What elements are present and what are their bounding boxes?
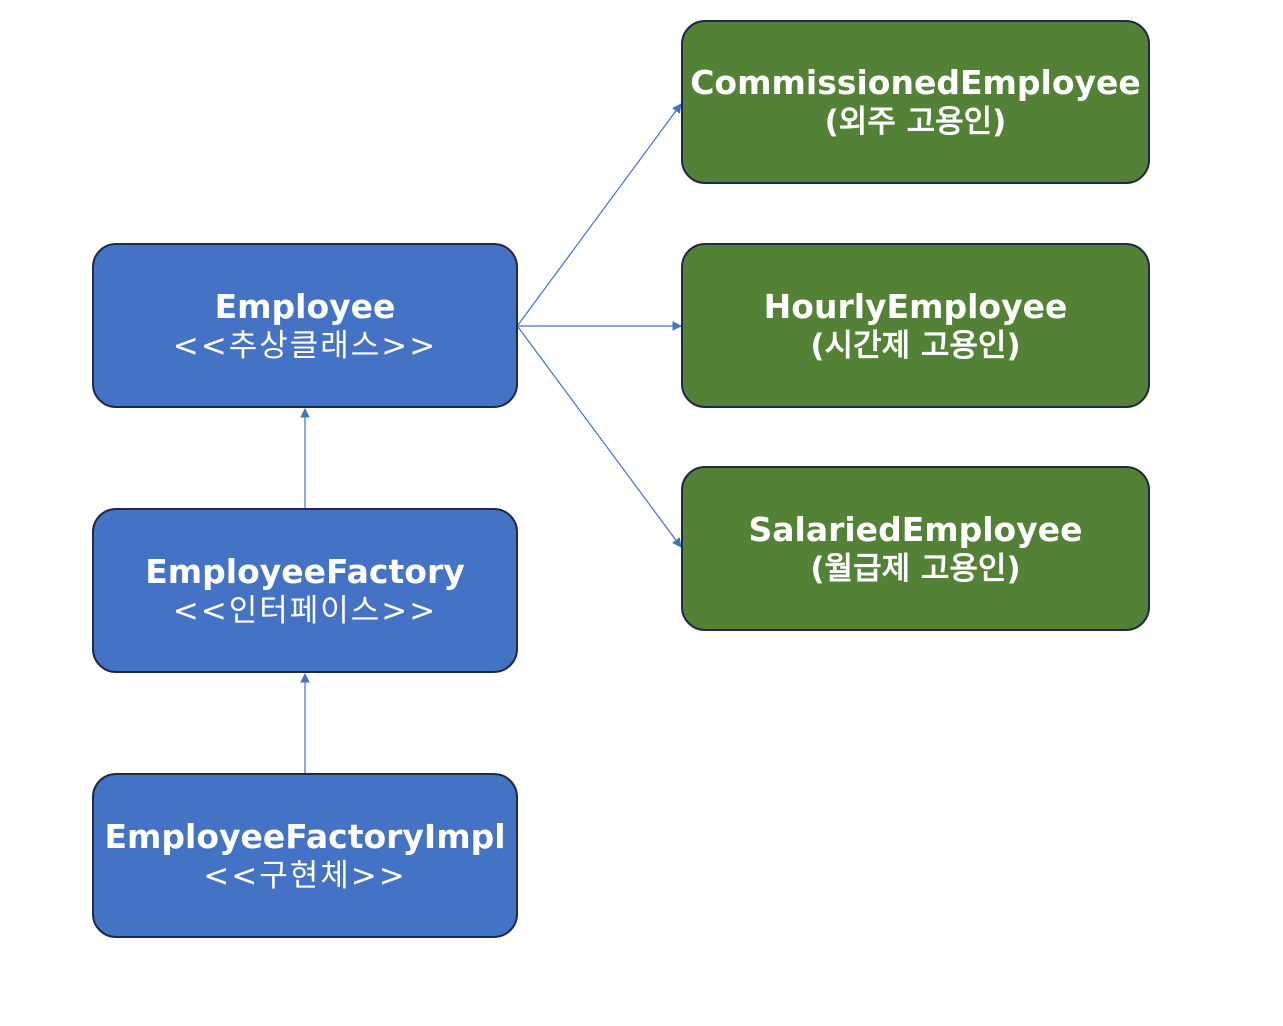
employee-factory-title: EmployeeFactory (145, 551, 465, 591)
arrow-employee-to-salaried (517, 326, 682, 548)
employee-stereotype: <<추상클래스>> (172, 327, 438, 364)
commissioned-employee-description: (외주 고용인) (824, 104, 1007, 141)
employee-factory-impl-stereotype: <<구현체>> (203, 857, 407, 894)
hourly-employee-description: (시간제 고용인) (810, 327, 1021, 364)
arrow-employee-to-commissioned (517, 103, 682, 326)
employee-factory-stereotype: <<인터페이스>> (172, 592, 438, 629)
salaried-employee-node: SalariedEmployee (월급제 고용인) (681, 466, 1150, 631)
employee-factory-impl-node: EmployeeFactoryImpl <<구현체>> (92, 773, 518, 938)
employee-factory-node: EmployeeFactory <<인터페이스>> (92, 508, 518, 673)
employee-title: Employee (214, 286, 396, 326)
salaried-employee-title: SalariedEmployee (748, 509, 1083, 549)
commissioned-employee-node: CommissionedEmployee (외주 고용인) (681, 20, 1150, 184)
commissioned-employee-title: CommissionedEmployee (690, 63, 1141, 102)
employee-factory-impl-title: EmployeeFactoryImpl (104, 816, 506, 856)
employee-node: Employee <<추상클래스>> (92, 243, 518, 408)
salaried-employee-description: (월급제 고용인) (810, 550, 1021, 587)
hourly-employee-node: HourlyEmployee (시간제 고용인) (681, 243, 1150, 408)
hourly-employee-title: HourlyEmployee (763, 286, 1068, 326)
